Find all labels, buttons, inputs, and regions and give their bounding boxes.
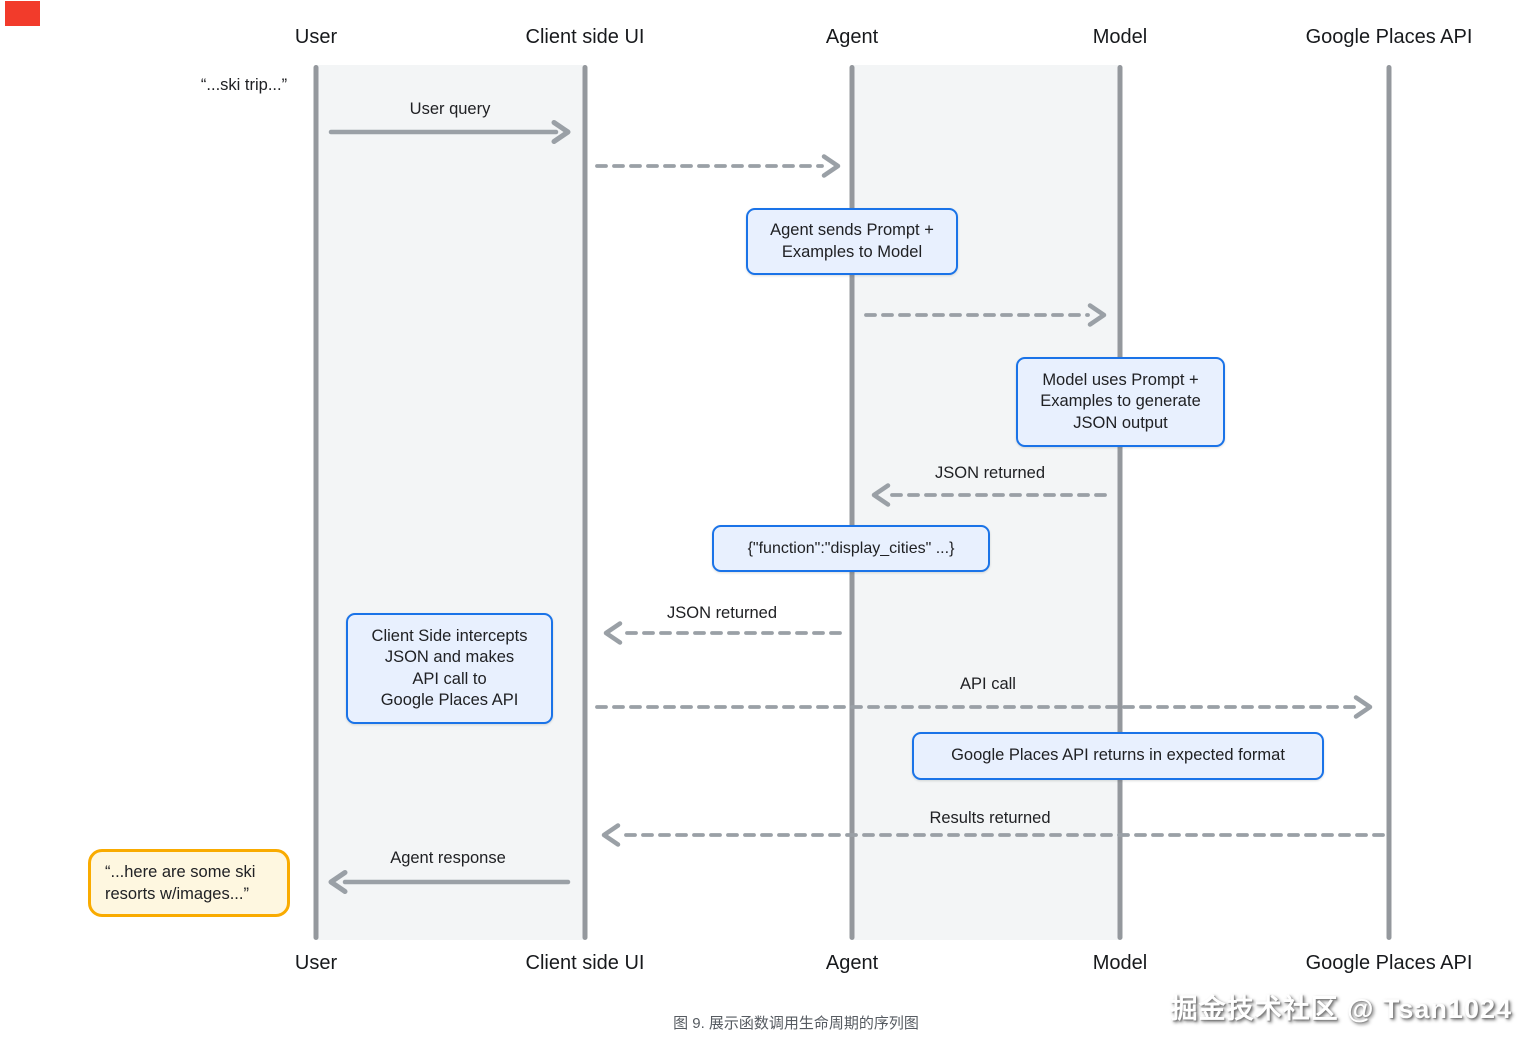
agent-to-ui-arrow xyxy=(603,621,842,645)
lifeline-model xyxy=(1117,65,1123,940)
ui-to-agent-arrow xyxy=(595,154,841,178)
note-gpa-returns: Google Places API returns in expected fo… xyxy=(912,732,1324,780)
note-agent-sends: Agent sends Prompt + Examples to Model xyxy=(746,208,958,275)
note-client-intercepts-line3: API call to xyxy=(412,669,487,688)
ui-to-gpa-arrow xyxy=(595,695,1373,719)
results-returned-label: Results returned xyxy=(929,809,1051,827)
note-agent-sends-line1: Agent sends Prompt + xyxy=(770,221,934,239)
note-user-response-line2: resorts w/images...” xyxy=(105,885,249,903)
lane-label-user-bottom: User xyxy=(294,952,338,974)
agent-response-label: Agent response xyxy=(390,849,506,867)
lane-label-clientui-top: Client side UI xyxy=(525,26,645,48)
user-query-label: User query xyxy=(409,100,491,118)
lane-label-gpa-bottom: Google Places API xyxy=(1305,952,1473,974)
lane-label-agent-bottom: Agent xyxy=(825,952,879,974)
note-model-uses-line3: JSON output xyxy=(1073,413,1168,432)
note-model-uses-line1: Model uses Prompt + xyxy=(1042,370,1199,389)
json-returned-client-label: JSON returned xyxy=(666,604,778,622)
lifeline-user xyxy=(313,65,319,940)
agent-to-model-arrow xyxy=(864,303,1107,327)
json-returned-model-label: JSON returned xyxy=(934,464,1046,482)
note-agent-sends-line2: Examples to Model xyxy=(781,242,923,261)
lane-label-user-top: User xyxy=(294,26,338,48)
lane-label-gpa-top: Google Places API xyxy=(1305,26,1473,48)
model-to-agent-arrow xyxy=(871,483,1107,507)
note-function-json-text: {"function":"display_cities" ...} xyxy=(747,539,955,557)
lifeline-client-ui xyxy=(582,65,588,940)
note-client-intercepts-line4: Google Places API xyxy=(380,691,519,709)
lane-label-model-bottom: Model xyxy=(1092,952,1148,974)
note-model-uses: Model uses Prompt + Examples to generate… xyxy=(1016,357,1225,447)
lane-label-clientui-bottom: Client side UI xyxy=(525,952,645,974)
band-user-clientui xyxy=(316,65,585,940)
note-user-response: “...here are some ski resorts w/images..… xyxy=(88,849,290,917)
note-gpa-returns-text: Google Places API returns in expected fo… xyxy=(951,746,1285,765)
red-marker xyxy=(5,1,40,26)
note-model-uses-line2: Examples to generate xyxy=(1040,392,1201,411)
note-user-response-line1: “...here are some ski xyxy=(105,863,256,881)
lane-label-agent-top: Agent xyxy=(825,26,879,48)
note-client-intercepts-line2: JSON and makes xyxy=(384,648,515,666)
user-query-arrow xyxy=(328,120,571,144)
figure-caption: 图 9. 展示函数调用生命周期的序列图 xyxy=(673,1015,919,1032)
watermark: 掘金技术社区 @ Tsan1024 xyxy=(1170,994,1512,1024)
note-client-intercepts-line1: Client Side intercepts xyxy=(371,626,528,645)
note-client-intercepts: Client Side intercepts JSON and makes AP… xyxy=(346,613,553,724)
note-function-json: {"function":"display_cities" ...} xyxy=(712,525,990,572)
ski-trip-quote: “...ski trip...” xyxy=(200,76,288,94)
gpa-to-ui-arrow xyxy=(601,823,1385,847)
lifeline-agent xyxy=(849,65,855,940)
api-call-label: API call xyxy=(960,675,1016,693)
lifeline-google-places xyxy=(1386,65,1392,940)
agent-response-arrow xyxy=(328,870,571,894)
lane-label-model-top: Model xyxy=(1092,26,1148,48)
